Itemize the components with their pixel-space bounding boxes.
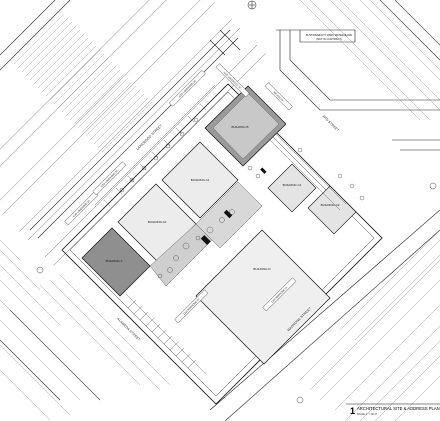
building-a1-label: BUILDING A1 [191,178,210,182]
north-arrow-icon [247,0,257,10]
note-line-2: (NOT IN CONTRACT) [316,37,342,41]
building-a2-label: BUILDING A2 [148,220,167,224]
building-c1-label: BUILDING C1 [283,183,302,187]
parking-lot-upper-left [0,0,266,266]
note-line-1: SUSTAINABILITY PARK WATER BASIN [306,33,353,37]
building-f-label: BUILDING F [106,259,123,263]
address-tag: 1240 LAKEWOOD ST. [72,199,91,218]
building-c2-label: BUILDING C2 [321,203,340,207]
building-d-label: BUILDING D [253,267,271,271]
grid-marker-icon [36,182,437,404]
address-tag: 1200 LAKEWOOD ST. [178,79,197,98]
building-a1-footprint [161,141,239,219]
address-tag: 1220 LAKEWOOD ST. [223,71,242,90]
building-b-label: BUILDING B [231,125,248,129]
on-site-parking [94,84,347,381]
street-label-3rd: 3RD STREET [322,114,340,132]
address-tag: 1210 MADRONE ST. [183,298,201,316]
drawing-number: 1 [350,406,355,416]
water-basin-note: SUSTAINABILITY PARK WATER BASIN (NOT IN … [306,33,353,41]
drawing-scale: SCALE: 1" = 30'-0" [357,413,377,416]
site-elements [200,167,267,245]
street-label-lakewood: LAKEWOOD STREET [136,124,163,151]
drawing-title: ARCHITECTURAL SITE & ADDRESS PLAN [357,406,440,411]
building-d-footprint [195,229,331,365]
building-c2-footprint [307,185,357,235]
parking-lot-lower-right [299,229,440,421]
parking-lot-upper-right [299,0,440,121]
street-label-alameda: ALAMEDA STREET [116,317,141,342]
building-c1-footprint [267,163,317,213]
parking-lot-lower-left [0,239,171,421]
address-tag: 300 3RD ST. [272,91,284,103]
